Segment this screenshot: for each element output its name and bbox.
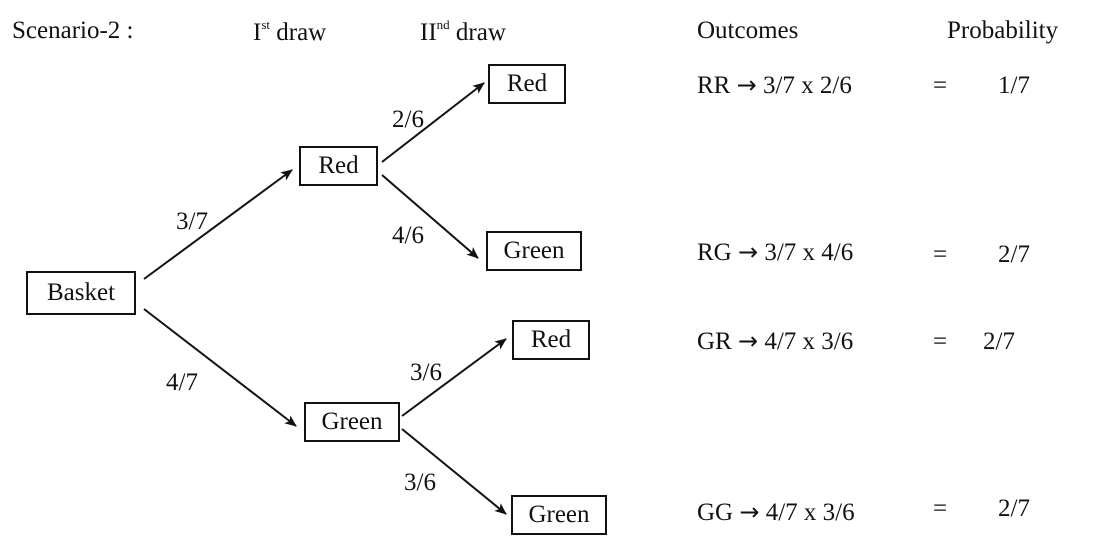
node-rr-red: Red (488, 64, 566, 104)
node-basket: Basket (26, 271, 136, 315)
outcome-probability-rg: 2/7 (998, 241, 1030, 268)
equals-sign: = (933, 328, 948, 355)
first-draw-heading: Ist draw (253, 18, 326, 45)
second-draw-sup: nd (436, 17, 450, 32)
scenario-title: Scenario-2 : (12, 17, 134, 44)
node-rg-green: Green (486, 231, 582, 271)
outcome-probability-gr: 2/7 (983, 328, 1015, 355)
outcome-expression: 3/7 x 4/6 (764, 239, 854, 266)
outcome-expression: 4/7 x 3/6 (764, 328, 854, 355)
prob-label-green-red: 3/6 (410, 359, 442, 386)
node-first-green: Green (304, 402, 400, 442)
node-first-red: Red (299, 146, 378, 186)
edge-basket-red (143, 169, 293, 280)
edge-red-red (381, 82, 485, 163)
node-gr-red: Red (512, 320, 590, 360)
prob-label-red-green: 4/6 (392, 222, 424, 249)
second-draw-heading: IInd draw (420, 18, 506, 45)
node-gg-green: Green (511, 495, 607, 535)
first-draw-rest: draw (270, 19, 327, 46)
outcome-row-gg: GG → 4/7 x 3/6 (697, 500, 855, 525)
prob-label-red: 3/7 (176, 208, 208, 235)
prob-label-red-red: 2/6 (392, 106, 424, 133)
second-draw-base: II (420, 19, 437, 46)
edge-red-green (381, 174, 479, 259)
probability-heading: Probability (947, 17, 1059, 44)
right-arrow-icon: → (737, 327, 759, 355)
outcome-probability-rr: 1/7 (998, 72, 1030, 99)
first-draw-base: I (253, 19, 262, 46)
right-arrow-icon: → (736, 71, 757, 99)
outcome-row-rr: RR → 3/7 x 2/6 (697, 73, 852, 98)
outcome-code: GG (697, 499, 734, 526)
outcome-code: GR (697, 328, 732, 355)
first-draw-sup: st (261, 17, 270, 32)
edge-basket-green (143, 308, 297, 427)
outcomes-heading: Outcomes (697, 17, 799, 44)
right-arrow-icon: → (737, 238, 759, 266)
right-arrow-icon: → (739, 498, 760, 526)
outcome-expression: 4/7 x 3/6 (765, 499, 855, 526)
prob-label-green: 4/7 (166, 369, 198, 396)
second-draw-rest: draw (449, 19, 506, 46)
outcome-expression: 3/7 x 2/6 (762, 72, 852, 99)
prob-label-green-green: 3/6 (404, 469, 436, 496)
equals-sign: = (933, 241, 948, 268)
outcome-row-gr: GR → 4/7 x 3/6 (697, 329, 853, 354)
outcome-probability-gg: 2/7 (998, 495, 1030, 522)
outcome-code: RG (697, 239, 732, 266)
equals-sign: = (933, 72, 948, 99)
equals-sign: = (933, 495, 948, 522)
outcome-code: RR (697, 72, 731, 99)
edge-green-red (401, 338, 507, 417)
edge-green-green (401, 428, 507, 515)
outcome-row-rg: RG → 3/7 x 4/6 (697, 240, 853, 265)
